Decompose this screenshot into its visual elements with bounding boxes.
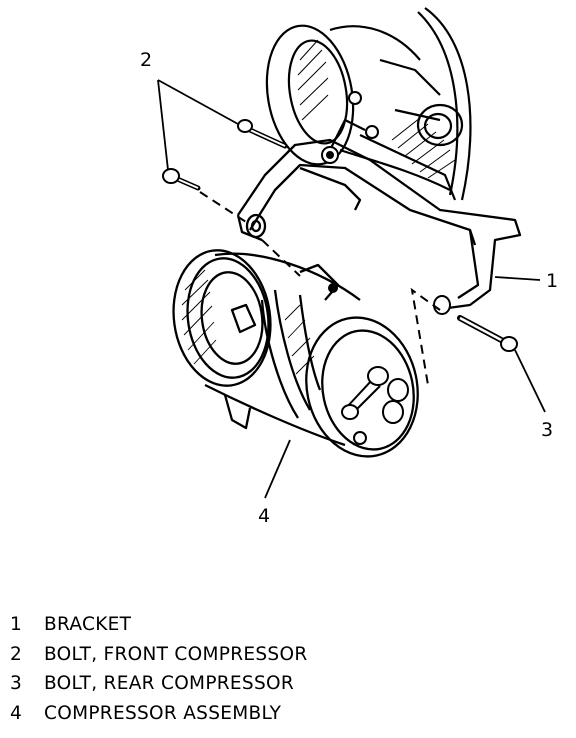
callout-1: 1: [546, 270, 558, 292]
legend-item: 1 BRACKET: [10, 614, 307, 644]
legend-number: 1: [10, 614, 23, 635]
bracket: [236, 138, 522, 310]
legend-number: 4: [10, 702, 23, 724]
front-bolt-lower: [162, 168, 201, 191]
rear-bolt: [433, 295, 518, 352]
legend-item: 4 COMPRESSOR ASSEMBLY: [10, 703, 307, 733]
legend-label: BRACKET: [44, 614, 132, 635]
compressor-rear-ports: [328, 283, 409, 445]
engine-bolt-heads: [321, 91, 379, 164]
front-bolt-upper: [237, 119, 288, 149]
legend-number: 3: [10, 673, 23, 694]
parts-legend: 1 BRACKET 2 BOLT, FRONT COMPRESSOR 3 BOL…: [10, 614, 307, 732]
compressor-assembly: [172, 249, 419, 458]
housing-hatching: [297, 39, 456, 179]
legend-item: 2 BOLT, FRONT COMPRESSOR: [10, 644, 307, 674]
callout-3: 3: [541, 419, 553, 441]
callout-leaders: [157, 79, 546, 499]
legend-label: COMPRESSOR ASSEMBLY: [44, 702, 282, 724]
legend-item: 3 BOLT, REAR COMPRESSOR: [10, 673, 307, 703]
legend-label: BOLT, FRONT COMPRESSOR: [44, 643, 308, 665]
compressor-hatching: [181, 269, 315, 375]
legend-label: BOLT, REAR COMPRESSOR: [44, 673, 295, 694]
compressor-mounting-diagram: 1 2 3 4: [140, 7, 558, 527]
legend-number: 2: [10, 643, 23, 665]
alignment-dashes: [199, 191, 441, 386]
callout-4: 4: [258, 505, 270, 527]
callout-2: 2: [140, 49, 152, 71]
